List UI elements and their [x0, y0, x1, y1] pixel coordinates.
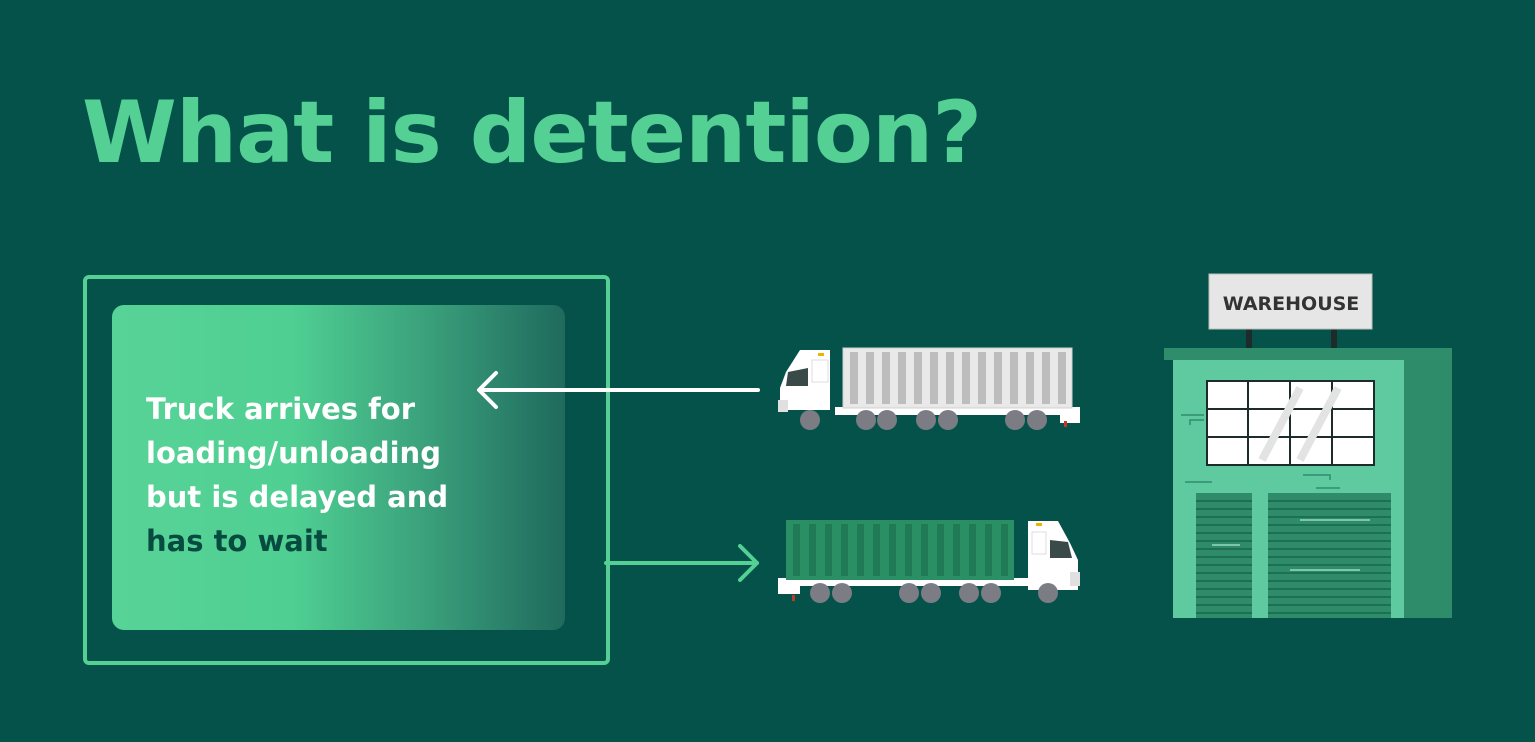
description-line-1: Truck arrives for — [146, 392, 416, 426]
description-card — [112, 305, 565, 630]
description-text: Truck arrives for loading/unloading but … — [146, 387, 486, 563]
description-line-3: but is delayed and — [146, 480, 449, 514]
description-line-4: has to wait — [146, 524, 328, 558]
grey-truck-icon — [778, 347, 1080, 430]
description-frame — [83, 275, 610, 665]
description-line-2: loading/unloading — [146, 436, 441, 470]
warehouse-icon — [1164, 273, 1452, 618]
left-arrow-icon — [477, 371, 760, 409]
right-arrow-icon — [604, 544, 759, 582]
green-truck-icon — [778, 520, 1080, 603]
page-title: What is detention? — [82, 83, 982, 183]
warehouse-sign-label: WAREHOUSE — [1223, 293, 1360, 315]
